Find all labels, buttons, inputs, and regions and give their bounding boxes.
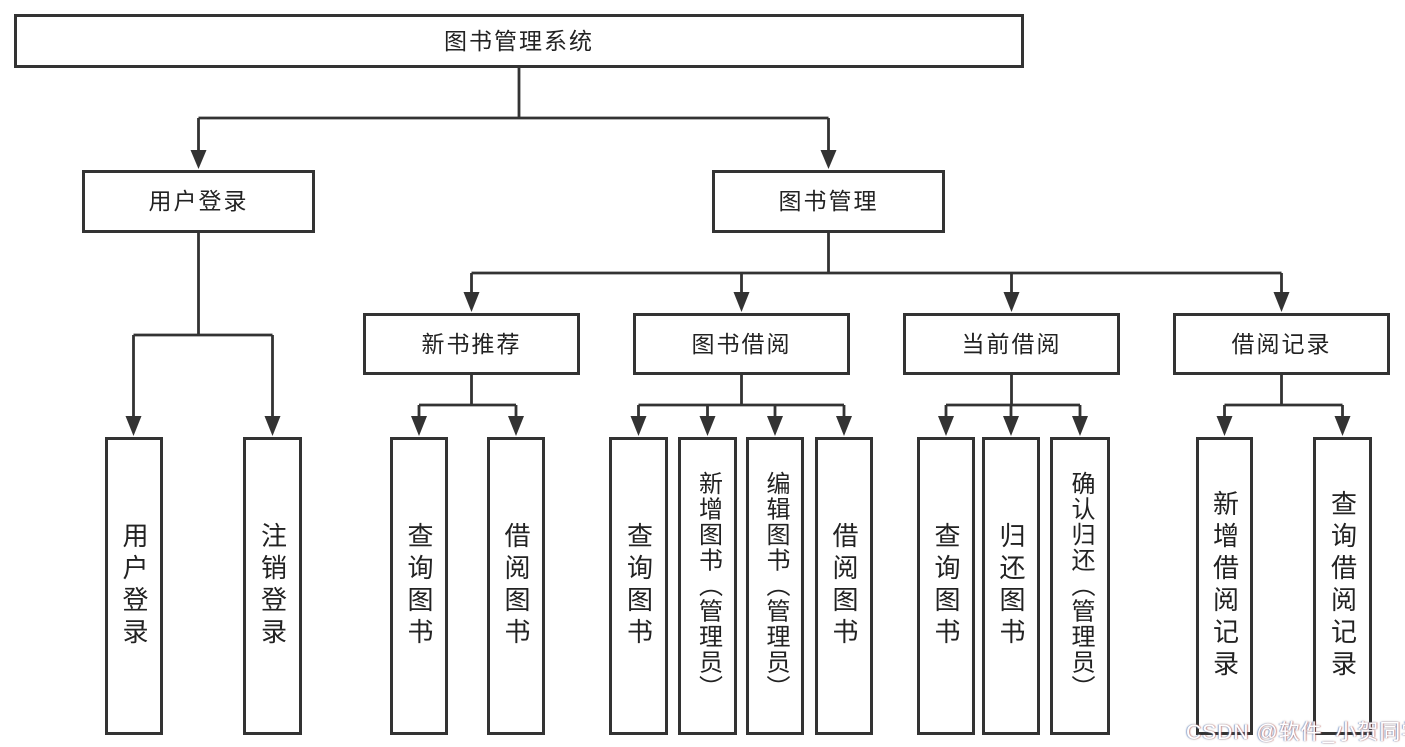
- leaf-query-books-recommend: 查询图书: [390, 437, 448, 735]
- leaf-confirm-return-admin-label: 确认归还（管理员）: [1067, 471, 1094, 701]
- leaf-return-books-label: 归还图书: [996, 522, 1026, 650]
- leaf-add-borrow-record-label: 新增借阅记录: [1209, 490, 1240, 682]
- leaf-query-books-current-label: 查询图书: [931, 522, 961, 650]
- node-current-borrowing: 当前借阅: [903, 313, 1120, 375]
- leaf-query-books-current: 查询图书: [917, 437, 975, 735]
- leaf-query-books-borrowing-label: 查询图书: [623, 522, 654, 650]
- leaf-edit-book-admin-label: 编辑图书（管理员）: [762, 471, 789, 701]
- leaf-query-borrow-record-label: 查询借阅记录: [1327, 490, 1358, 682]
- leaf-query-books-borrowing: 查询图书: [609, 437, 668, 735]
- connector-new-book-recommend: [417, 375, 518, 418]
- connector-book-borrowing: [637, 375, 846, 418]
- leaf-logout-label: 注销登录: [257, 522, 288, 650]
- leaf-borrow-books-recommend: 借阅图书: [487, 437, 545, 735]
- leaf-confirm-return-admin: 确认归还（管理员）: [1050, 437, 1110, 735]
- node-book-borrowing: 图书借阅: [633, 313, 850, 375]
- node-borrowing-records: 借阅记录: [1173, 313, 1390, 375]
- node-new-book-recommend-label: 新书推荐: [421, 330, 522, 357]
- node-root: 图书管理系统: [14, 14, 1024, 68]
- node-book-borrowing-label: 图书借阅: [691, 330, 792, 357]
- leaf-edit-book-admin: 编辑图书（管理员）: [746, 437, 804, 735]
- leaf-borrow-books-recommend-label: 借阅图书: [501, 522, 531, 650]
- leaf-logout: 注销登录: [243, 437, 302, 735]
- arrowheads: [125, 150, 1351, 436]
- connector-user-login: [132, 233, 274, 418]
- node-root-label: 图书管理系统: [444, 27, 594, 54]
- node-book-management-label: 图书管理: [778, 188, 879, 214]
- leaf-add-borrow-record: 新增借阅记录: [1196, 437, 1253, 735]
- connector-book-management: [470, 233, 1283, 293]
- node-user-login-label: 用户登录: [148, 188, 249, 214]
- node-user-login: 用户登录: [82, 170, 315, 233]
- node-borrowing-records-label: 借阅记录: [1231, 330, 1332, 357]
- leaf-user-login-label: 用户登录: [119, 522, 149, 650]
- csdn-watermark: CSDN @软件_小贺同学: [1186, 721, 1405, 744]
- connector-borrowing-records: [1223, 375, 1344, 418]
- leaf-query-books-recommend-label: 查询图书: [404, 522, 434, 650]
- leaf-add-book-admin: 新增图书（管理员）: [678, 437, 737, 735]
- leaf-user-login: 用户登录: [105, 437, 163, 735]
- leaf-add-book-admin-label: 新增图书（管理员）: [694, 471, 722, 701]
- leaf-borrow-books: 借阅图书: [815, 437, 873, 735]
- leaf-return-books: 归还图书: [982, 437, 1040, 735]
- connector-current-borrowing: [944, 375, 1082, 418]
- node-current-borrowing-label: 当前借阅: [961, 330, 1062, 357]
- connector-root: [197, 68, 830, 151]
- leaf-borrow-books-label: 借阅图书: [829, 522, 859, 650]
- node-book-management: 图书管理: [712, 170, 945, 233]
- node-new-book-recommend: 新书推荐: [363, 313, 580, 375]
- leaf-query-borrow-record: 查询借阅记录: [1313, 437, 1372, 735]
